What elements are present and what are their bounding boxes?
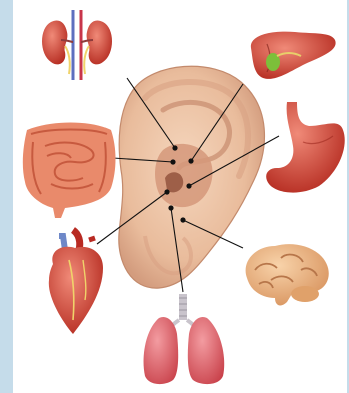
lungs-icon — [144, 294, 225, 384]
diagram-canvas — [13, 0, 347, 393]
reflex-point-brain — [180, 217, 185, 222]
reflex-point-liver — [188, 158, 193, 163]
stomach-icon — [266, 102, 345, 193]
ear-illustration — [119, 66, 265, 288]
reflex-point-stomach — [186, 183, 191, 188]
heart-icon — [49, 230, 103, 334]
reflex-point-intestines — [170, 159, 175, 164]
brain-icon — [246, 244, 329, 305]
intestines-icon — [23, 123, 116, 219]
reflex-point-lungs — [168, 205, 173, 210]
kidneys-icon — [42, 10, 112, 80]
reflex-point-kidneys — [172, 145, 177, 150]
liver-icon — [251, 32, 336, 79]
left-frame-strip — [0, 0, 13, 393]
ear-reflexology-diagram — [13, 0, 347, 393]
reflex-point-heart — [164, 189, 169, 194]
